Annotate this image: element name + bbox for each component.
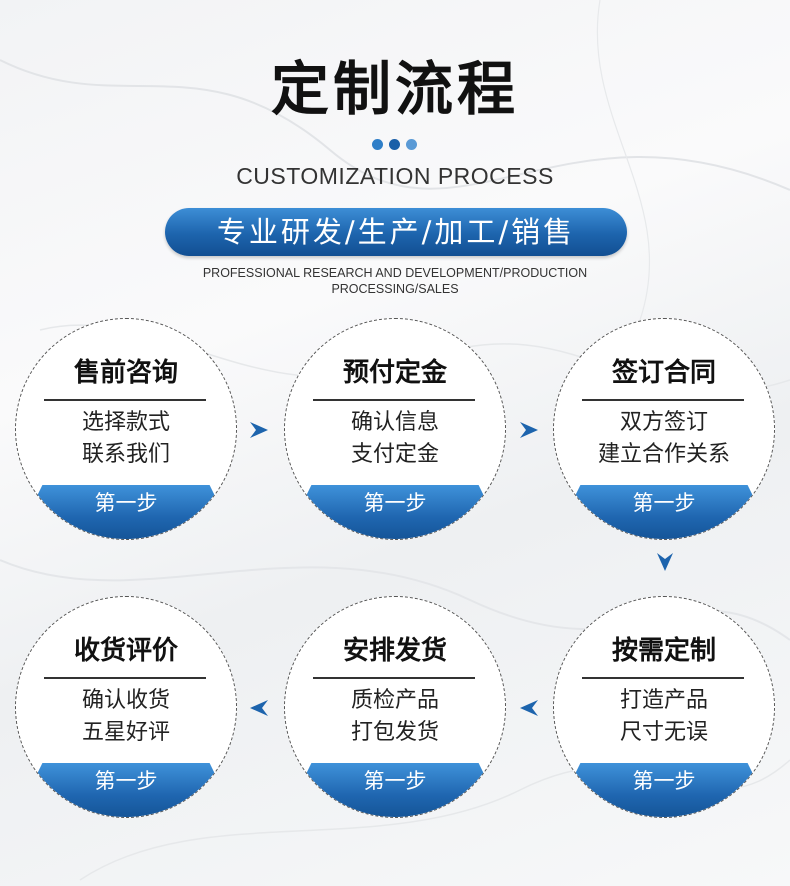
dot-icon <box>389 139 400 150</box>
step-detail: 支付定金 <box>350 442 439 467</box>
step-divider <box>582 677 744 679</box>
step-divider <box>313 399 475 401</box>
step-title: 签订合同 <box>611 358 716 388</box>
step-detail: 质检产品 <box>350 688 439 713</box>
step-title: 安排发货 <box>342 636 447 666</box>
step-detail: 打包发货 <box>350 720 439 745</box>
step-badge: 第一步 <box>554 485 774 539</box>
step-presale-consult: 售前咨询 选择款式 联系我们 第一步 <box>15 318 237 540</box>
step-title: 收货评价 <box>73 636 178 666</box>
banner-english: PROFESSIONAL RESEARCH AND DEVELOPMENT/PR… <box>0 265 790 297</box>
step-badge: 第一步 <box>16 763 236 817</box>
step-receive-review: 收货评价 确认收货 五星好评 第一步 <box>15 596 237 818</box>
title-dots <box>372 139 418 151</box>
step-title: 预付定金 <box>342 358 447 388</box>
step-detail: 确认信息 <box>350 410 439 435</box>
arrow-left-icon <box>250 700 268 716</box>
arrow-right-icon <box>250 422 268 438</box>
arrow-left-icon <box>520 700 538 716</box>
step-detail: 联系我们 <box>81 442 170 467</box>
step-detail: 打造产品 <box>619 688 708 713</box>
page-subtitle: CUSTOMIZATION PROCESS <box>236 163 554 189</box>
banner-english-line1: PROFESSIONAL RESEARCH AND DEVELOPMENT/PR… <box>202 266 588 280</box>
step-arrange-shipping: 安排发货 质检产品 打包发货 第一步 <box>284 596 506 818</box>
step-badge: 第一步 <box>285 763 505 817</box>
step-divider <box>44 677 206 679</box>
step-title: 售前咨询 <box>73 358 178 388</box>
arrow-down-icon <box>657 553 673 571</box>
step-badge: 第一步 <box>285 485 505 539</box>
step-detail: 双方签订 <box>619 410 708 435</box>
dot-icon <box>406 139 417 150</box>
step-badge: 第一步 <box>16 485 236 539</box>
step-detail: 五星好评 <box>81 720 170 745</box>
step-detail: 建立合作关系 <box>597 442 730 467</box>
step-detail: 确认收货 <box>81 688 170 713</box>
step-sign-contract: 签订合同 双方签订 建立合作关系 第一步 <box>553 318 775 540</box>
dot-icon <box>372 139 383 150</box>
step-badge: 第一步 <box>554 763 774 817</box>
step-title: 按需定制 <box>611 636 716 666</box>
arrow-right-icon <box>520 422 538 438</box>
step-deposit: 预付定金 确认信息 支付定金 第一步 <box>284 318 506 540</box>
step-divider <box>582 399 744 401</box>
step-detail: 尺寸无误 <box>619 720 708 745</box>
step-detail: 选择款式 <box>81 410 170 435</box>
services-banner: 专业研发/生产/加工/销售 <box>165 208 627 256</box>
step-divider <box>313 677 475 679</box>
step-divider <box>44 399 206 401</box>
banner-english-line2: PROCESSING/SALES <box>331 282 459 296</box>
step-custom-production: 按需定制 打造产品 尺寸无误 第一步 <box>553 596 775 818</box>
page-title: 定制流程 <box>270 55 519 123</box>
